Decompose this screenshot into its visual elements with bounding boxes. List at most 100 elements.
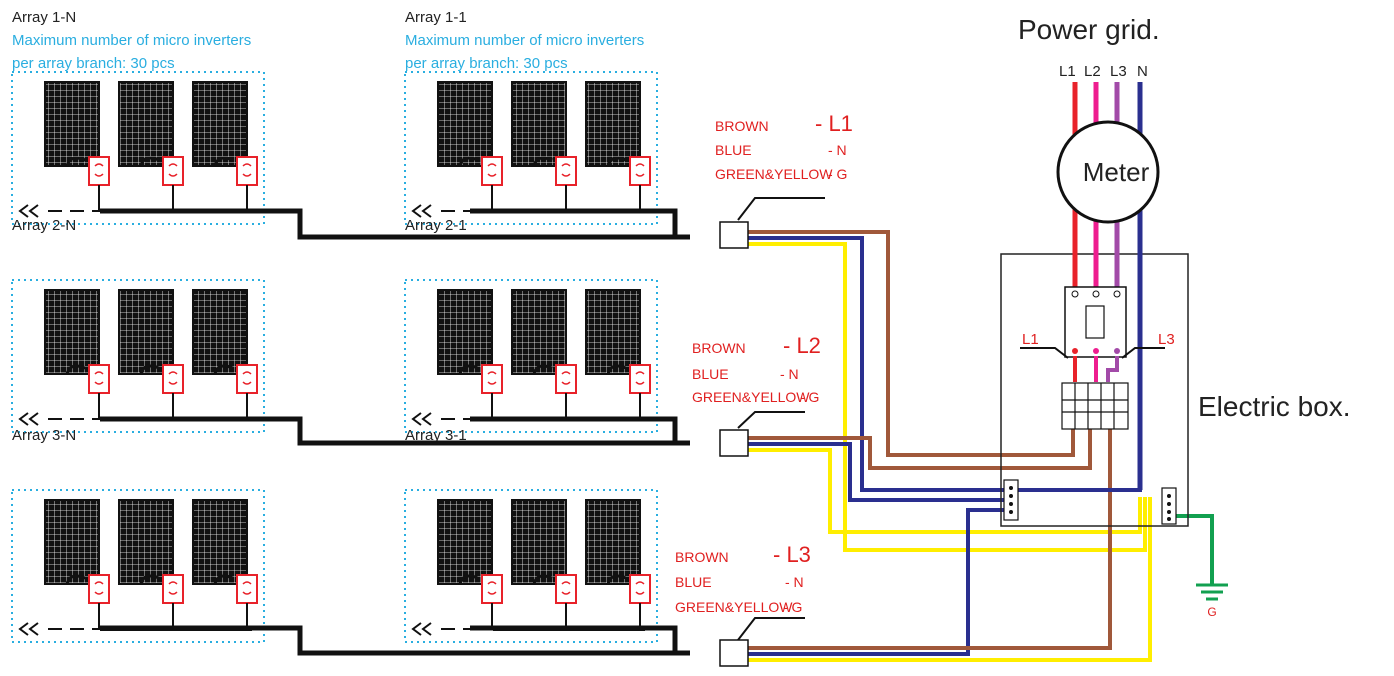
row1-brown-wire bbox=[748, 230, 1075, 457]
row1-blue-wire bbox=[748, 236, 1010, 492]
solar-panel bbox=[585, 81, 641, 167]
row2-blue-wire bbox=[748, 442, 1010, 502]
ground-symbol-icon bbox=[1196, 583, 1228, 601]
array-group: Array 2-1 bbox=[404, 217, 658, 433]
svg-text:- G: - G bbox=[828, 166, 847, 182]
array-boundary bbox=[11, 71, 265, 225]
trunk-cable-row3b bbox=[470, 625, 678, 653]
row2-brown-wire bbox=[748, 385, 1092, 470]
grid-phase-l3: L3 bbox=[1110, 63, 1127, 80]
array-note-line2: per array branch: 30 pcs bbox=[12, 55, 175, 72]
micro-inverter-icon bbox=[555, 156, 577, 186]
array-note-line1: Maximum number of micro inverters bbox=[12, 32, 251, 49]
micro-inverter-icon bbox=[236, 156, 258, 186]
panel-cable bbox=[532, 574, 553, 585]
solar-panel bbox=[437, 499, 493, 585]
array-boundary bbox=[11, 279, 265, 433]
solar-panel bbox=[192, 499, 248, 585]
array-note-line1: Maximum number of micro inverters bbox=[405, 32, 644, 49]
svg-text:GREEN&YELLOW: GREEN&YELLOW bbox=[715, 166, 833, 182]
micro-inverter-icon bbox=[88, 156, 110, 186]
panel-cable bbox=[65, 364, 86, 375]
continuation-arrow-icon bbox=[411, 622, 432, 636]
grid-phase-l1: L1 bbox=[1059, 63, 1076, 80]
solar-panel bbox=[44, 499, 100, 585]
svg-text:- L3: - L3 bbox=[773, 542, 811, 567]
micro-inverter-icon bbox=[162, 156, 184, 186]
svg-text:GREEN&YELLOW: GREEN&YELLOW bbox=[692, 389, 810, 405]
row3-yellow-wire bbox=[748, 497, 1152, 662]
panel-cable bbox=[458, 574, 479, 585]
panel-cable bbox=[213, 156, 234, 167]
array-group: Array 3-N bbox=[11, 427, 265, 643]
svg-text:BROWN: BROWN bbox=[675, 549, 729, 565]
micro-inverter-icon bbox=[162, 574, 184, 604]
box-l3-label: L3 bbox=[1158, 331, 1175, 348]
solar-panel bbox=[118, 499, 174, 585]
micro-inverter-icon bbox=[162, 364, 184, 394]
solar-panel bbox=[192, 81, 248, 167]
trunk-cable-row3 bbox=[100, 625, 690, 656]
panel-cable bbox=[213, 364, 234, 375]
svg-text:BLUE: BLUE bbox=[675, 574, 712, 590]
continuation-arrow-icon bbox=[411, 204, 432, 218]
trunk-cable-row2 bbox=[100, 416, 690, 446]
micro-inverter-icon bbox=[555, 364, 577, 394]
solar-panel bbox=[437, 289, 493, 375]
micro-inverter-icon bbox=[629, 156, 651, 186]
terminal-block bbox=[1061, 382, 1129, 430]
branch-connectors bbox=[719, 221, 749, 667]
panel-cable bbox=[458, 364, 479, 375]
solar-panel bbox=[511, 289, 567, 375]
svg-text:- G: - G bbox=[800, 389, 819, 405]
array-title: Array 3-1 bbox=[405, 427, 467, 444]
array-title: Array 2-N bbox=[12, 217, 76, 234]
solar-panel bbox=[44, 289, 100, 375]
array-title: Array 1-1 bbox=[405, 9, 467, 26]
panel-cable bbox=[606, 574, 627, 585]
grid-phase-l2: L2 bbox=[1084, 63, 1101, 80]
array-boundary bbox=[404, 71, 658, 225]
panel-cable bbox=[65, 574, 86, 585]
continuation-arrow-icon bbox=[18, 622, 39, 636]
svg-text:BLUE: BLUE bbox=[692, 366, 729, 382]
panel-cable bbox=[458, 156, 479, 167]
solar-panel bbox=[192, 289, 248, 375]
svg-text:BROWN: BROWN bbox=[692, 340, 746, 356]
solar-panel bbox=[118, 289, 174, 375]
array-boundary bbox=[404, 489, 658, 643]
svg-text:BLUE: BLUE bbox=[715, 142, 752, 158]
panel-cable bbox=[213, 574, 234, 585]
panel-cable bbox=[65, 156, 86, 167]
micro-inverter-icon bbox=[236, 364, 258, 394]
micro-inverter-icon bbox=[629, 574, 651, 604]
breaker-out-wires bbox=[1073, 356, 1119, 382]
power-grid-title: Power grid. bbox=[1018, 14, 1160, 45]
solar-panel bbox=[118, 81, 174, 167]
panel-cable bbox=[606, 364, 627, 375]
trunk-cables bbox=[100, 208, 690, 656]
svg-text:- G: - G bbox=[783, 599, 802, 615]
trunk-cable-row1b bbox=[470, 208, 678, 237]
row3-brown-wire bbox=[748, 385, 1112, 650]
micro-inverter-icon bbox=[481, 156, 503, 186]
svg-text:- N: - N bbox=[780, 366, 799, 382]
solar-panel bbox=[44, 81, 100, 167]
micro-inverter-icon bbox=[629, 364, 651, 394]
svg-text:GREEN&YELLOW: GREEN&YELLOW bbox=[675, 599, 793, 615]
ground-label: G bbox=[1207, 605, 1216, 619]
micro-inverter-icon bbox=[88, 364, 110, 394]
array-title: Array 3-N bbox=[12, 427, 76, 444]
box-l1-label: L1 bbox=[1022, 331, 1039, 348]
row1-yellow-wire bbox=[748, 242, 1147, 552]
svg-text:- L1: - L1 bbox=[815, 111, 853, 136]
solar-panel bbox=[585, 499, 641, 585]
row3-blue-wire bbox=[748, 508, 1010, 656]
wire-legend-1: BROWN - L1 BLUE - N GREEN&YELLOW - G bbox=[715, 111, 853, 182]
connector-row1 bbox=[719, 221, 749, 249]
continuation-arrow-icon bbox=[18, 412, 39, 426]
wire-legend-2: BROWN - L2 BLUE - N GREEN&YELLOW - G bbox=[692, 333, 821, 405]
